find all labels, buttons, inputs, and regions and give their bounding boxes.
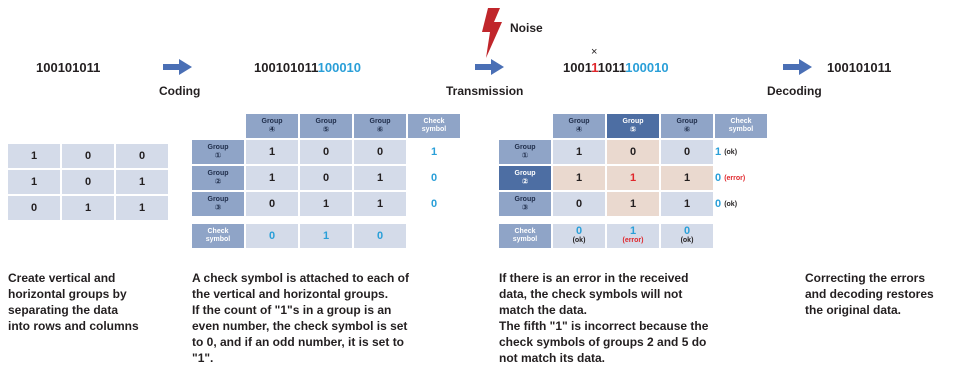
t3-cell: 1 bbox=[661, 166, 713, 190]
t1-cell: 0 bbox=[62, 170, 114, 194]
t3-row-check-error: 0 (error) bbox=[715, 172, 746, 184]
t1-cell: 0 bbox=[116, 144, 168, 168]
lightning-icon bbox=[482, 8, 502, 58]
t2-col-check: 1 bbox=[300, 224, 352, 248]
t2-row-check: 0 bbox=[430, 198, 438, 210]
t1-cell: 1 bbox=[62, 196, 114, 220]
t3-col-check: 0(ok) bbox=[661, 224, 713, 248]
encoded-check-bits: 100010 bbox=[317, 60, 362, 75]
t1-cell: 0 bbox=[62, 144, 114, 168]
t2-cell: 0 bbox=[300, 166, 352, 190]
t1-cell: 1 bbox=[8, 170, 60, 194]
t3-cell: 0 bbox=[553, 192, 605, 216]
t2-cell: 1 bbox=[300, 192, 352, 216]
t2-cell: 0 bbox=[354, 140, 406, 164]
t3-cell: 1 bbox=[661, 192, 713, 216]
decoded-bits: 100101011 bbox=[827, 60, 892, 75]
t2-cell: 1 bbox=[246, 140, 298, 164]
received-bits: 100111011100010 bbox=[563, 60, 669, 75]
t2-col-check: 0 bbox=[354, 224, 406, 248]
error-x-mark: × bbox=[591, 46, 598, 58]
received-check-bits: 100010 bbox=[625, 60, 669, 75]
t3-cell: 0 bbox=[607, 140, 659, 164]
t3-col-check: 0(ok) bbox=[553, 224, 605, 248]
t3-cell: 1 bbox=[553, 166, 605, 190]
t2-row-check: 1 bbox=[430, 146, 438, 158]
t1-cell: 0 bbox=[8, 196, 60, 220]
t2-cell: 1 bbox=[354, 166, 406, 190]
t3-cell: 1 bbox=[607, 192, 659, 216]
t2-cell: 1 bbox=[246, 166, 298, 190]
t2-cell: 0 bbox=[246, 192, 298, 216]
transmission-label: Transmission bbox=[446, 84, 524, 98]
decoding-arrow-icon bbox=[783, 59, 812, 75]
coding-label: Coding bbox=[159, 84, 201, 98]
t3-error-cell: 1 bbox=[607, 166, 659, 190]
received-error-bit: 1 bbox=[591, 60, 598, 75]
coding-arrow-icon bbox=[163, 59, 192, 75]
t1-cell: 1 bbox=[116, 196, 168, 220]
encoded-data-bits: 100101011 bbox=[254, 60, 318, 75]
t3-row-check: 0 (ok) bbox=[715, 198, 738, 210]
t3-row-check: 1 (ok) bbox=[715, 146, 738, 158]
original-bits: 100101011 bbox=[36, 60, 101, 75]
t2-col-check: 0 bbox=[246, 224, 298, 248]
t1-cell: 1 bbox=[116, 170, 168, 194]
t3-cell: 0 bbox=[661, 140, 713, 164]
t1-cell: 1 bbox=[8, 144, 60, 168]
received-bits-a: 1001 bbox=[563, 60, 592, 75]
t3-cell: 1 bbox=[553, 140, 605, 164]
t2-row-check: 0 bbox=[430, 172, 438, 184]
encoded-bits: 100101011100010 bbox=[254, 60, 361, 75]
t2-cell: 0 bbox=[300, 140, 352, 164]
noise-label: Noise bbox=[510, 21, 543, 35]
received-bits-b: 1011 bbox=[597, 60, 626, 75]
t3-col-check-error: 1(error) bbox=[607, 224, 659, 248]
transmission-arrow-icon bbox=[475, 59, 504, 75]
decoding-label: Decoding bbox=[767, 84, 822, 98]
t2-cell: 1 bbox=[354, 192, 406, 216]
